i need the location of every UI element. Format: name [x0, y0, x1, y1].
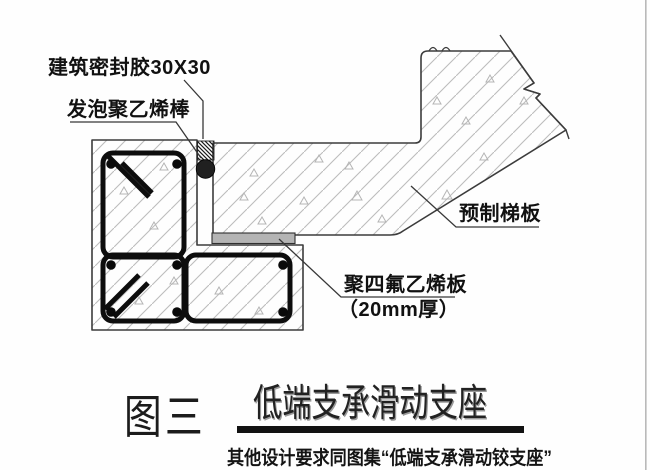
figure-title: 低端支承滑动支座: [253, 383, 488, 425]
ptfe-plate: [211, 232, 296, 245]
scan-edge-line: [645, 0, 647, 470]
aggregate-symbols: [119, 73, 529, 315]
leader-precast-slab: [410, 185, 539, 228]
label-ptfe-thickness: （20mm厚）: [338, 299, 460, 321]
leader-foam-rod: [70, 121, 202, 159]
label-precast-slab: 预制梯板: [459, 203, 541, 225]
stair-slab-section: [212, 50, 567, 236]
leader-sealant: [183, 79, 204, 139]
break-line: [499, 34, 570, 140]
label-sealant: 建筑密封胶30X30: [48, 57, 211, 79]
foam-rod: [195, 159, 216, 179]
figure-number: 图三: [124, 392, 206, 443]
leader-ptfe: [278, 238, 455, 298]
rebar-stirrups: [100, 150, 293, 324]
caption-rule: [237, 426, 524, 433]
figure-note: 其他设计要求同图集“低端支承滑动铰支座”: [227, 448, 552, 469]
label-foam-rod: 发泡聚乙烯棒: [67, 99, 190, 121]
label-ptfe-plate: 聚四氟乙烯板: [344, 274, 467, 296]
rebar-dots: [106, 159, 288, 317]
tread-bumps: [428, 46, 451, 52]
